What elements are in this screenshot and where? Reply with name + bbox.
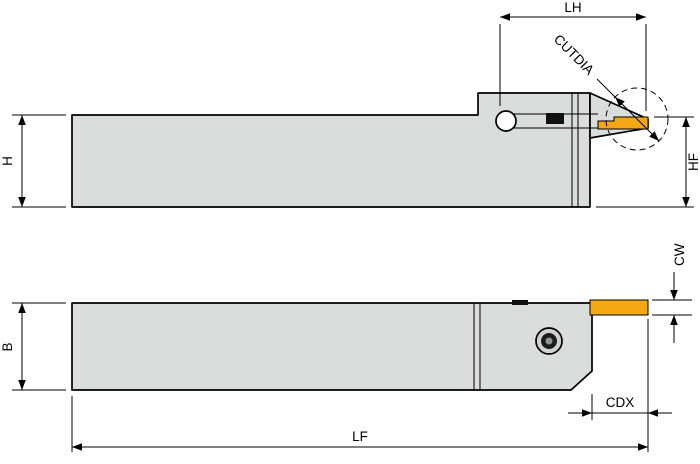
cutting-insert-top: [589, 299, 649, 316]
cw-label: CW: [672, 243, 687, 266]
clamp-screw-socket: [545, 337, 553, 345]
b-label: B: [0, 342, 15, 351]
lh-label: LH: [564, 0, 581, 15]
cutdia-circle: [605, 87, 669, 151]
lf-label: LF: [352, 429, 368, 444]
side-view: LH CUTDIA H HF: [0, 0, 700, 208]
cutdia-label: CUTDIA: [551, 32, 597, 78]
cutdia-diameter-line: [614, 96, 660, 142]
tool-body-top: [71, 302, 593, 391]
h-label: H: [0, 156, 15, 166]
edge-clamp-detail: [512, 300, 528, 305]
hf-label: HF: [686, 153, 700, 171]
tool-nose-side: [589, 92, 649, 139]
tool-body-side: [71, 92, 591, 208]
clamp-screw-side: [546, 113, 564, 124]
clamp-relief-hole: [495, 110, 517, 132]
cutdia-leader-tail: [596, 78, 616, 98]
top-view: B CW CDX LF: [0, 243, 692, 452]
cdx-label: CDX: [606, 395, 635, 410]
